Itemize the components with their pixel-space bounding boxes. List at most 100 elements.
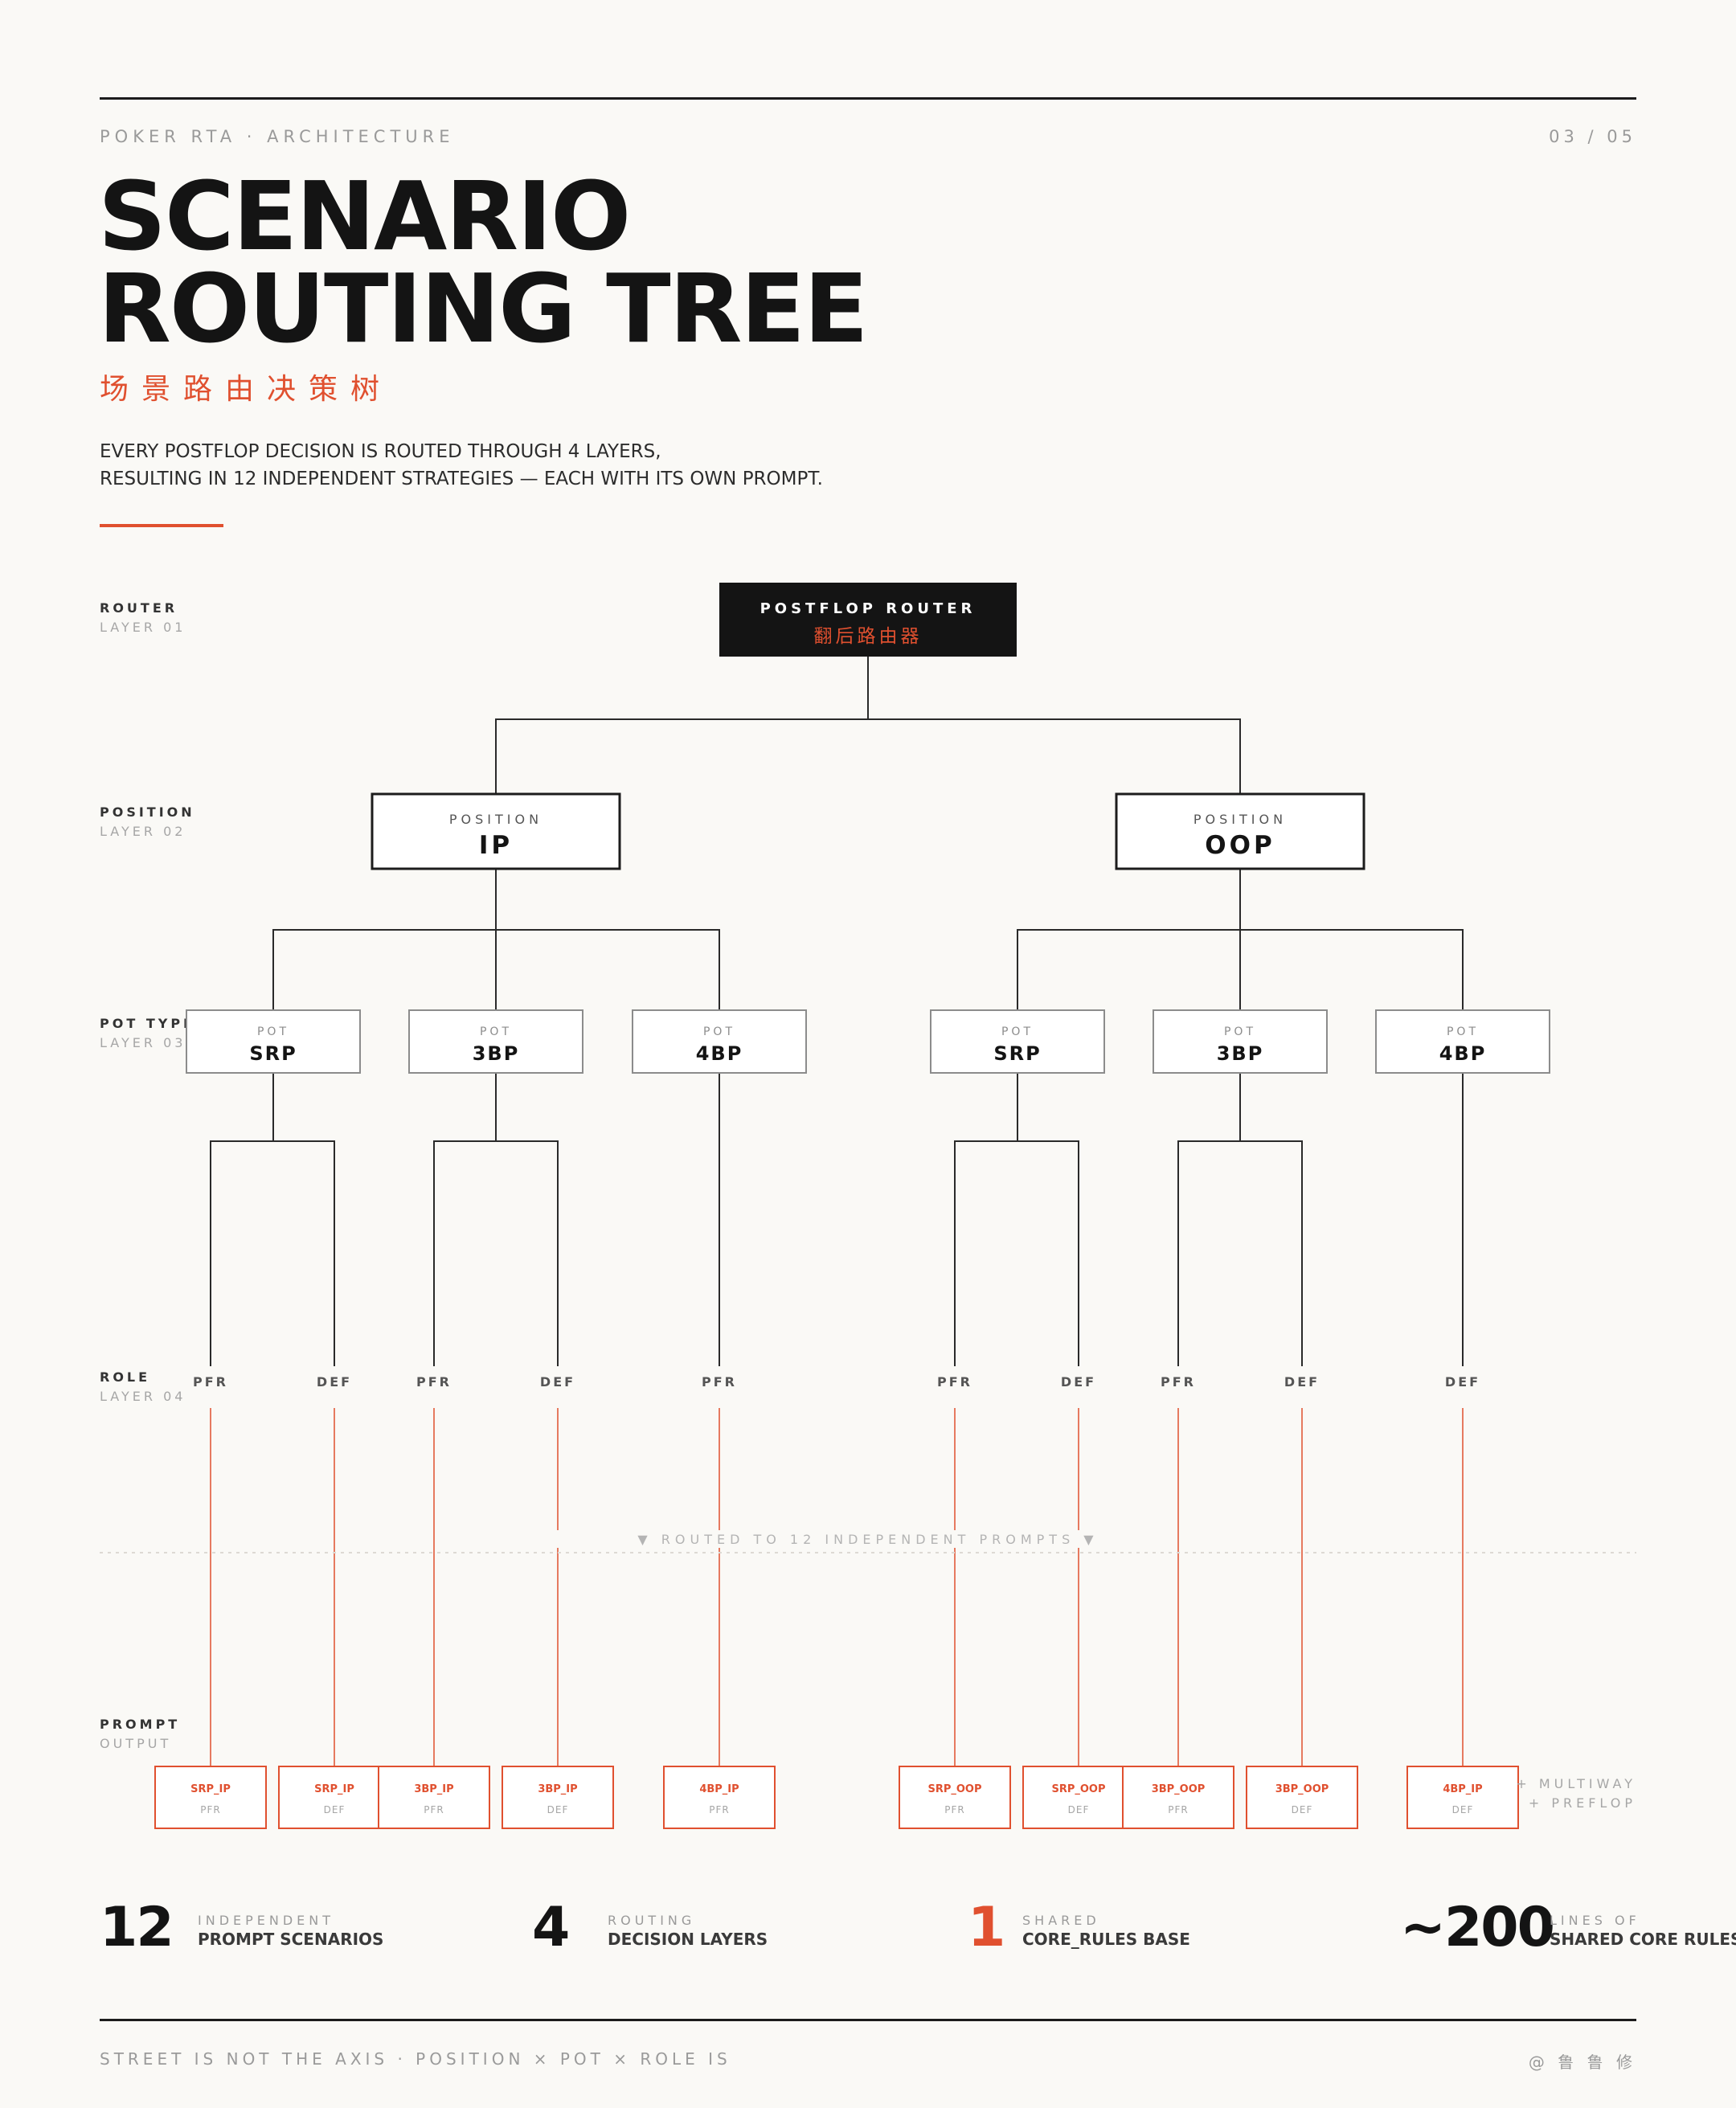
page-title-line2: ROUTING TREE: [98, 253, 869, 364]
pot-box: [930, 1009, 1105, 1074]
role-label-def: DEF: [1061, 1374, 1096, 1390]
role-branch: [433, 1140, 559, 1366]
role-label-def: DEF: [540, 1374, 575, 1390]
prompt-box: [154, 1766, 267, 1829]
kicker: POKER RTA · ARCHITECTURE: [100, 127, 455, 146]
prompt-name: 3BP_IP: [414, 1783, 453, 1795]
pot-value: 3BP: [473, 1042, 520, 1065]
role-label-bg: [534, 1368, 582, 1395]
bottom-rule: [100, 2019, 1636, 2021]
stat-label: INDEPENDENT: [198, 1913, 335, 1928]
prompt-box: [1022, 1766, 1135, 1829]
stat-value: SHARED CORE RULES: [1550, 1930, 1736, 1949]
position-box: [371, 792, 621, 870]
position-node-oop[interactable]: POSITION OOP: [1115, 792, 1365, 870]
prompt-node[interactable]: 3BP_OOP DEF: [1246, 1766, 1358, 1829]
layer-name: ROLE: [100, 1369, 151, 1385]
router-subtitle: 翻后路由器: [814, 626, 923, 647]
role-label-pfr: PFR: [193, 1374, 228, 1390]
prompt-name: 3BP_OOP: [1152, 1783, 1206, 1795]
prompt-box: [1246, 1766, 1358, 1829]
prompt-connectors: [210, 1408, 1464, 1766]
pot-box: [408, 1009, 583, 1074]
prompt-role: PFR: [709, 1804, 729, 1815]
prompt-role: PFR: [1168, 1804, 1188, 1815]
extra-multiway: + MULTIWAY: [1516, 1776, 1636, 1791]
stat-number: 1: [968, 1896, 1005, 1959]
position-value: IP: [479, 831, 513, 860]
layer-name: PROMPT: [100, 1717, 181, 1732]
pot-box: [1153, 1009, 1328, 1074]
layer-name: POSITION: [100, 804, 195, 820]
role-branch: [1177, 1140, 1303, 1366]
prompt-box: [378, 1766, 490, 1829]
prompt-role: DEF: [324, 1804, 346, 1815]
stat-number: 4: [532, 1896, 570, 1959]
role-label-def: DEF: [1284, 1374, 1320, 1390]
prompt-box: [1406, 1766, 1519, 1829]
prompt-node[interactable]: 4BP_IP PFR: [663, 1766, 776, 1829]
role-label-bg: [1054, 1368, 1103, 1395]
accent-rule: [100, 524, 223, 527]
router-box: [719, 583, 1017, 657]
stat-caption: LINES OF SHARED CORE RULES: [1550, 1912, 1736, 1949]
layer-sub: LAYER 03: [100, 1035, 186, 1050]
role-branch: [210, 1140, 335, 1366]
prompt-node[interactable]: 3BP_OOP PFR: [1122, 1766, 1234, 1829]
prompt-node[interactable]: SRP_IP PFR: [154, 1766, 267, 1829]
role-label-def: DEF: [317, 1374, 352, 1390]
layer-name: POT TYPE: [100, 1016, 195, 1031]
role-label-bg: [931, 1368, 979, 1395]
page-number: 03 / 05: [1549, 127, 1636, 146]
tree-connectors: [210, 657, 1464, 1366]
layer-label-position: POSITION LAYER 02: [100, 803, 195, 841]
role-label-bg: [695, 1368, 743, 1395]
prompt-name: SRP_IP: [190, 1783, 231, 1795]
role-label-bg: [1439, 1368, 1487, 1395]
position-label: POSITION: [1194, 812, 1287, 827]
description-line2: RESULTING IN 12 INDEPENDENT STRATEGIES —…: [100, 469, 823, 489]
layer-label-role: ROLE LAYER 04: [100, 1368, 186, 1406]
role-label-pfr: PFR: [416, 1374, 452, 1390]
role-branch: [954, 1140, 1079, 1366]
prompt-name: 4BP_IP: [699, 1783, 739, 1795]
stat-caption: ROUTING DECISION LAYERS: [608, 1912, 768, 1949]
pot-label: POT: [1001, 1025, 1034, 1038]
role-label-pfr: PFR: [937, 1374, 972, 1390]
prompt-role: PFR: [200, 1804, 220, 1815]
layer-name: ROUTER: [100, 600, 178, 616]
stat-value: DECISION LAYERS: [608, 1930, 768, 1949]
layer-sub: LAYER 02: [100, 824, 186, 839]
router-node[interactable]: POSTFLOP ROUTER 翻后路由器: [719, 583, 1017, 657]
pot-label: POT: [1224, 1025, 1256, 1038]
stat-value: CORE_RULES BASE: [1022, 1930, 1190, 1949]
layer-label-prompt: PROMPT OUTPUT: [100, 1715, 180, 1754]
stat-label: SHARED: [1022, 1913, 1100, 1928]
prompt-name: 4BP_IP: [1443, 1783, 1482, 1795]
prompt-name: 3BP_OOP: [1275, 1783, 1329, 1795]
stat-label: LINES OF: [1550, 1913, 1640, 1928]
prompt-role: DEF: [1292, 1804, 1313, 1815]
prompt-nodes: SRP_IPPFRSRP_IPDEF3BP_IPPFR3BP_IPDEF4BP_…: [154, 1766, 1519, 1829]
position-box: [1115, 792, 1365, 870]
role-label-bg: [310, 1368, 358, 1395]
prompt-name: SRP_OOP: [927, 1783, 981, 1795]
prompt-box: [899, 1766, 1011, 1829]
position-value: OOP: [1205, 831, 1275, 860]
pot-label: POT: [257, 1025, 289, 1038]
prompt-role: DEF: [547, 1804, 569, 1815]
